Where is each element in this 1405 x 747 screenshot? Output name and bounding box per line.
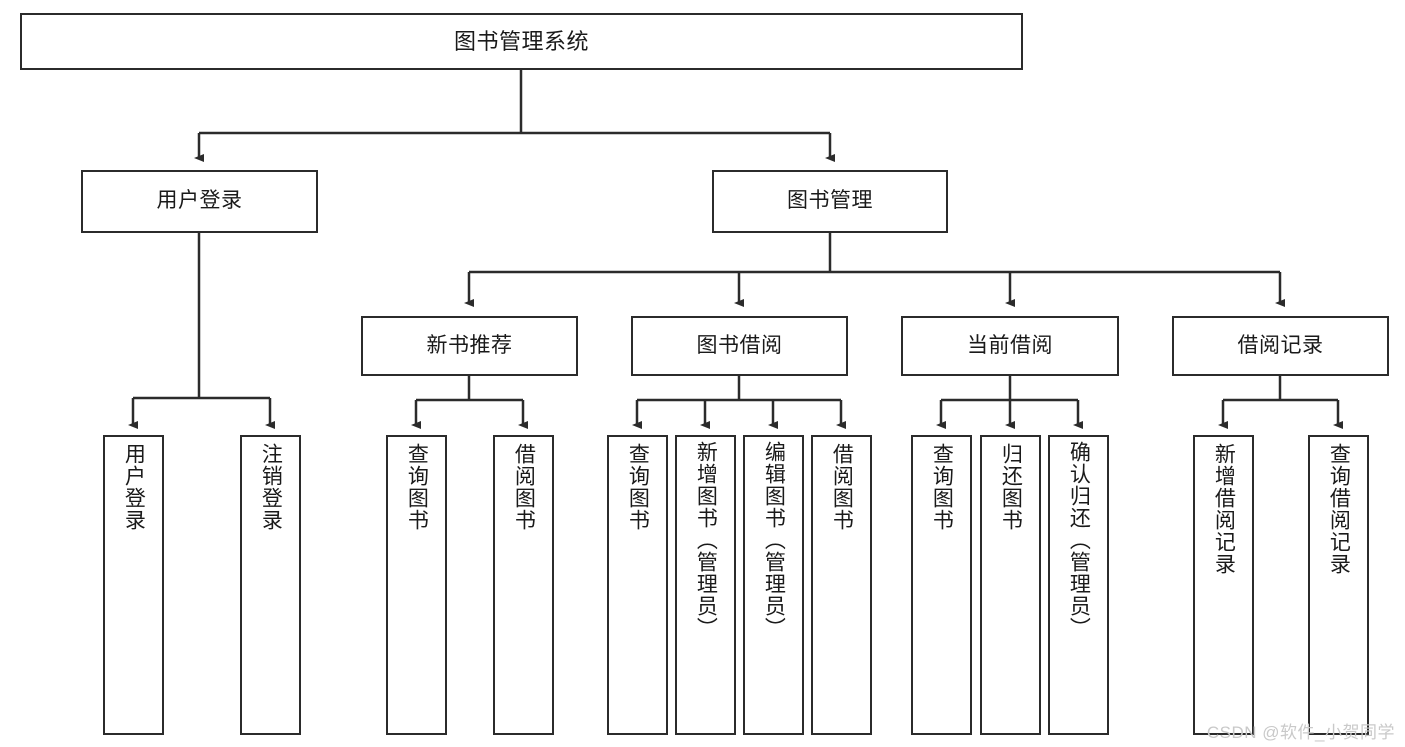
- node-label: 图书借阅: [696, 333, 783, 357]
- node-user-login[interactable]: 用户登录: [81, 170, 318, 233]
- node-label: 新书推荐: [426, 333, 513, 357]
- leaf-label: 编辑图书（管理员）: [762, 441, 786, 639]
- node-label: 借阅记录: [1237, 333, 1324, 357]
- leaf-borrow-book-recommend[interactable]: 借阅图书: [493, 435, 554, 735]
- leaf-edit-book-admin[interactable]: 编辑图书（管理员）: [743, 435, 804, 735]
- leaf-user-login[interactable]: 用户登录: [103, 435, 164, 735]
- leaf-add-book-admin[interactable]: 新增图书（管理员）: [675, 435, 736, 735]
- leaf-label: 新增图书（管理员）: [694, 441, 718, 639]
- leaf-label: 查询图书: [930, 443, 954, 531]
- leaf-query-book-borrow[interactable]: 查询图书: [607, 435, 668, 735]
- node-book-management[interactable]: 图书管理: [712, 170, 948, 233]
- leaf-label: 注销登录: [259, 443, 283, 531]
- leaf-label: 用户登录: [122, 443, 146, 531]
- leaf-label: 确认归还（管理员）: [1067, 441, 1091, 639]
- node-label: 图书管理系统: [453, 28, 589, 54]
- leaf-query-book-recommend[interactable]: 查询图书: [386, 435, 447, 735]
- leaf-label: 归还图书: [999, 443, 1023, 531]
- watermark: CSDN @软件_小贺同学: [1206, 723, 1395, 742]
- leaf-add-borrow-record[interactable]: 新增借阅记录: [1193, 435, 1254, 735]
- leaf-logout-login[interactable]: 注销登录: [240, 435, 301, 735]
- leaf-borrow-book[interactable]: 借阅图书: [811, 435, 872, 735]
- leaf-query-borrow-record[interactable]: 查询借阅记录: [1308, 435, 1369, 735]
- leaf-label: 查询图书: [405, 443, 429, 531]
- leaf-label: 查询借阅记录: [1327, 443, 1351, 575]
- leaf-label: 借阅图书: [512, 443, 536, 531]
- leaf-return-book[interactable]: 归还图书: [980, 435, 1041, 735]
- node-root-system[interactable]: 图书管理系统: [20, 13, 1023, 70]
- leaf-label: 查询图书: [626, 443, 650, 531]
- node-new-book-recommend[interactable]: 新书推荐: [361, 316, 578, 376]
- leaf-query-book-current[interactable]: 查询图书: [911, 435, 972, 735]
- node-borrow-record[interactable]: 借阅记录: [1172, 316, 1389, 376]
- node-label: 当前借阅: [967, 333, 1053, 357]
- node-label: 用户登录: [156, 189, 243, 213]
- node-current-borrow[interactable]: 当前借阅: [901, 316, 1119, 376]
- node-book-borrow[interactable]: 图书借阅: [631, 316, 848, 376]
- node-label: 图书管理: [787, 189, 873, 213]
- leaf-label: 新增借阅记录: [1212, 443, 1236, 575]
- leaf-confirm-return-admin[interactable]: 确认归还（管理员）: [1048, 435, 1109, 735]
- leaf-label: 借阅图书: [830, 443, 854, 531]
